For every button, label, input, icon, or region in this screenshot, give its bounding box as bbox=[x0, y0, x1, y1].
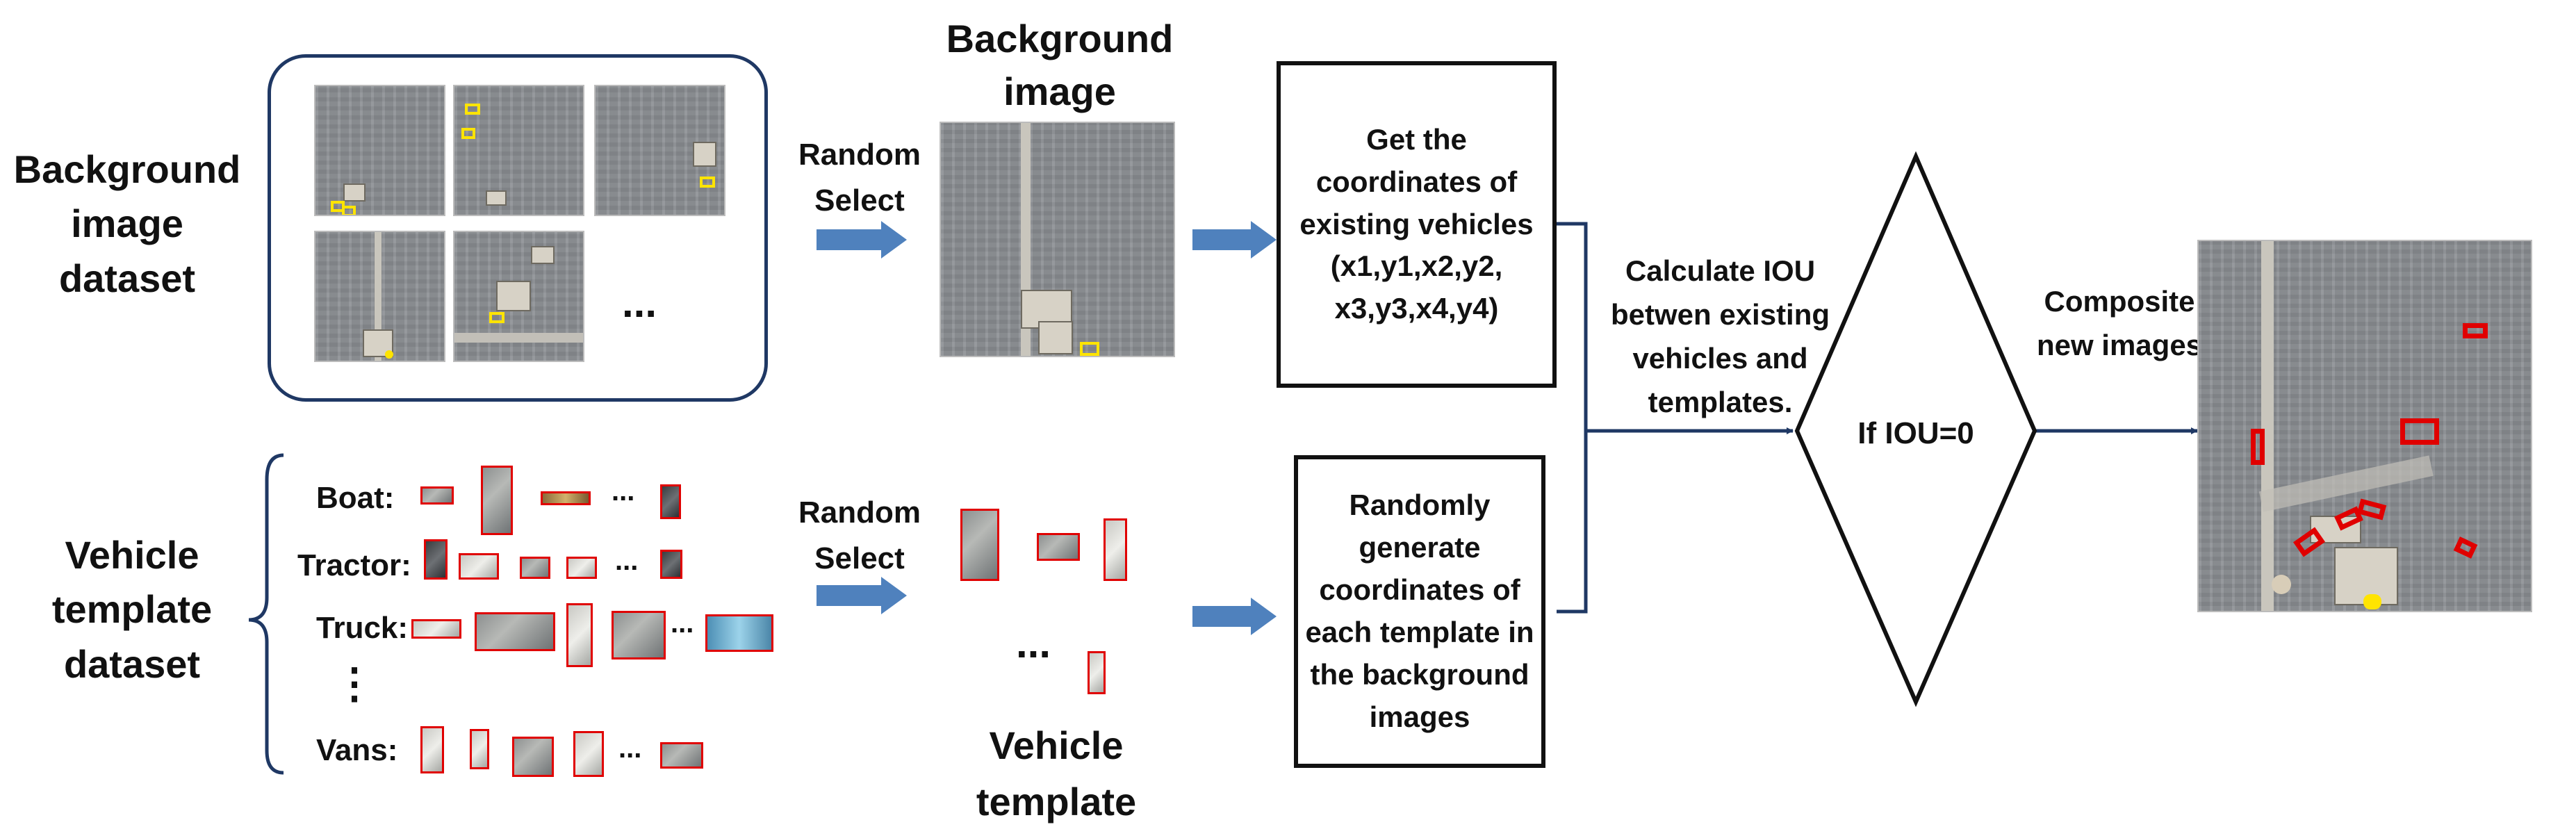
row-ellipsis: ... bbox=[618, 733, 642, 764]
truck-template bbox=[411, 619, 461, 639]
boat-template bbox=[660, 484, 681, 519]
random-select-top-arrow bbox=[817, 221, 907, 259]
composite-red-box bbox=[2251, 429, 2265, 465]
truck-template bbox=[475, 612, 555, 651]
get-coordinates-text: Get the coordinates of existing vehicles… bbox=[1299, 122, 1534, 325]
dataset-image-4 bbox=[314, 231, 445, 362]
dataset-image-2 bbox=[453, 85, 584, 216]
background-dataset-frame bbox=[268, 54, 768, 402]
row-ellipsis: ... bbox=[615, 546, 639, 576]
composite-red-box bbox=[2400, 418, 2439, 445]
random-generate-box: Randomly generate coordinates of each te… bbox=[1294, 455, 1545, 768]
boat-template bbox=[541, 491, 591, 505]
selected-template bbox=[1088, 651, 1106, 694]
selected-template bbox=[1037, 533, 1080, 561]
boat-template bbox=[481, 466, 513, 535]
van-template bbox=[512, 737, 554, 777]
vehicle-template-label: Vehicle template bbox=[976, 723, 1137, 824]
random-select-top-label: Random Select bbox=[798, 138, 921, 218]
truck-template bbox=[705, 614, 773, 652]
tractor-template bbox=[459, 553, 499, 580]
row-ellipsis: ... bbox=[671, 608, 694, 639]
composite-red-box bbox=[2453, 536, 2478, 559]
dataset-image-5 bbox=[453, 231, 584, 362]
tractor-template bbox=[660, 550, 682, 579]
merge-connector bbox=[1557, 222, 1588, 614]
dataset-image-1 bbox=[314, 85, 445, 216]
tractor-template bbox=[424, 539, 448, 580]
background-image-label: Background image bbox=[946, 17, 1174, 113]
random-select-bottom-label: Random Select bbox=[798, 495, 921, 575]
category-truck: Truck: bbox=[316, 611, 409, 645]
composite-label: Composite new images bbox=[2036, 285, 2203, 361]
random-select-bottom-arrow bbox=[817, 577, 907, 614]
van-template bbox=[420, 726, 444, 773]
truck-template bbox=[566, 603, 593, 667]
random-generate-text: Randomly generate coordinates of each te… bbox=[1305, 489, 1534, 733]
row-ellipsis: ... bbox=[612, 476, 635, 507]
composite-image bbox=[2197, 240, 2532, 612]
background-dataset-label: Background image dataset bbox=[13, 147, 241, 300]
van-template bbox=[573, 731, 604, 777]
vehicle-dataset-label: Vehicle template dataset bbox=[51, 533, 213, 686]
selected-template bbox=[1104, 518, 1127, 581]
decision-diamond bbox=[1794, 151, 2037, 707]
dataset-ellipsis: ... bbox=[622, 279, 657, 326]
selected-background-image bbox=[940, 122, 1175, 357]
decision-text: If IOU=0 bbox=[1857, 416, 1974, 450]
van-template bbox=[660, 742, 703, 769]
get-coordinates-box: Get the coordinates of existing vehicles… bbox=[1277, 61, 1557, 388]
vertical-ellipsis: ⋮ bbox=[334, 660, 375, 707]
vehicle-dataset-brace bbox=[248, 453, 284, 775]
category-vans: Vans: bbox=[316, 733, 398, 767]
selected-template bbox=[960, 509, 999, 581]
composite-red-box bbox=[2463, 323, 2488, 338]
template-to-generate-arrow bbox=[1192, 598, 1277, 635]
calculate-iou-label: Calculate IOU betwen existing vehicles a… bbox=[1610, 254, 1830, 418]
bg-to-coordinates-arrow bbox=[1192, 221, 1277, 259]
truck-template bbox=[612, 611, 666, 659]
category-boat: Boat: bbox=[316, 481, 395, 515]
category-tractor: Tractor: bbox=[297, 548, 411, 582]
tractor-template bbox=[566, 557, 597, 579]
tractor-template bbox=[520, 557, 550, 579]
boat-template bbox=[420, 486, 454, 505]
dataset-image-3 bbox=[594, 85, 725, 216]
van-template bbox=[470, 729, 489, 769]
template-ellipsis: ... bbox=[1016, 620, 1051, 666]
